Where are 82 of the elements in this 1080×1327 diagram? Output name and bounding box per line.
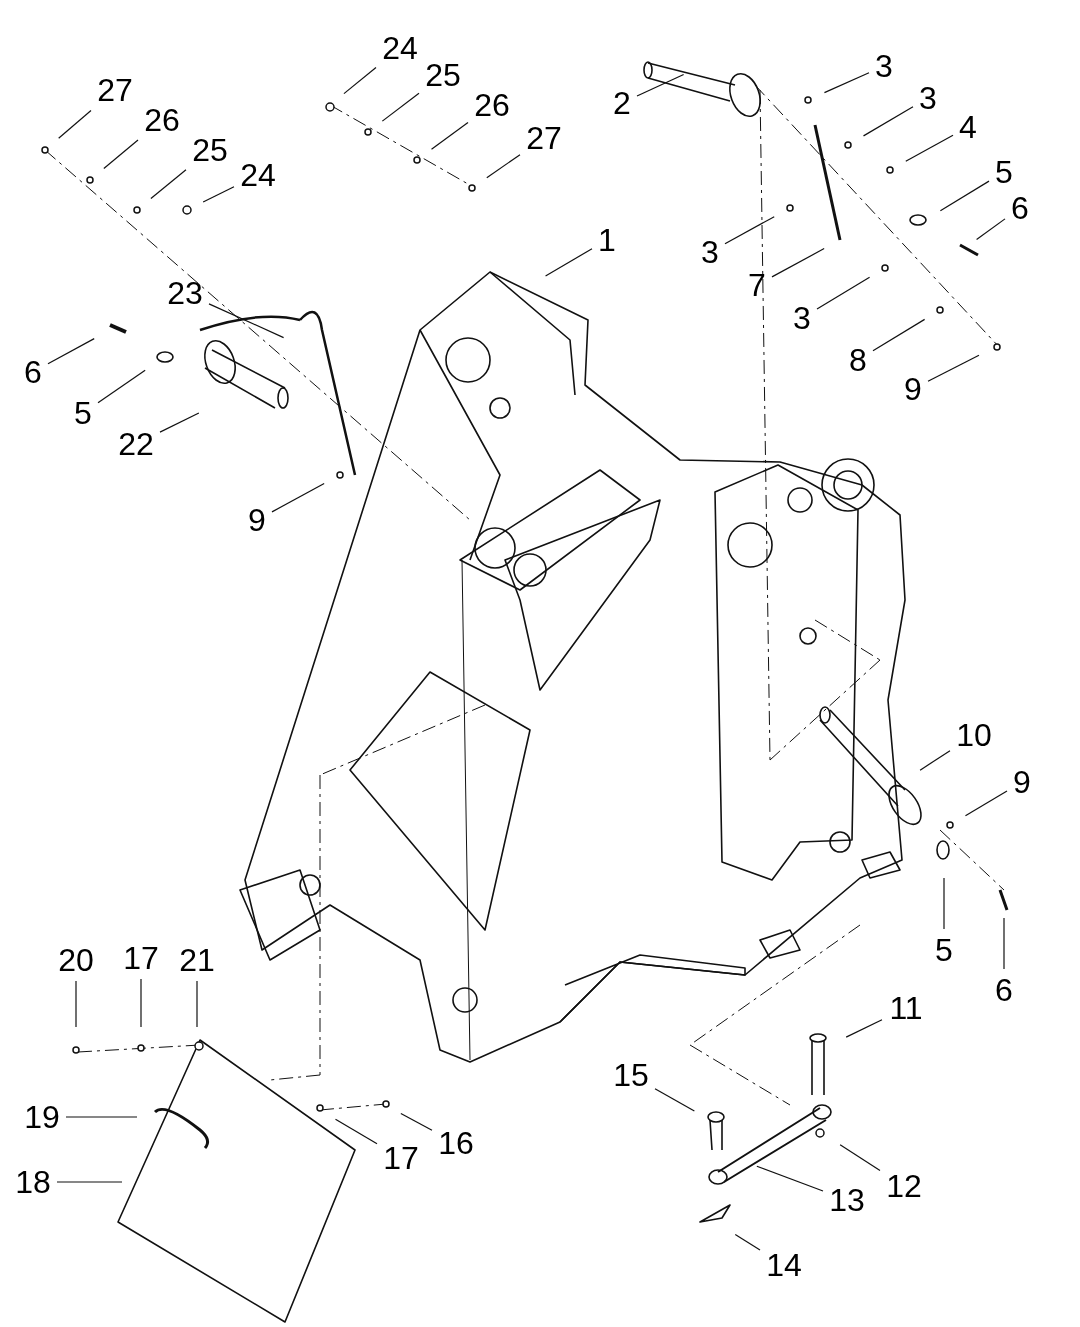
callout-number: 25 [189, 132, 231, 168]
callout-number: 5 [71, 395, 95, 431]
leader-line [905, 134, 954, 162]
callout-number: 24 [379, 30, 421, 66]
leader-line [862, 106, 914, 137]
callout-number: 23 [164, 275, 206, 311]
leader-line [271, 482, 325, 513]
leader-line [872, 318, 926, 352]
leader-line [964, 790, 1008, 817]
leader-line [400, 1112, 433, 1131]
callout-number: 27 [94, 72, 136, 108]
leader-line [208, 303, 285, 339]
callout-number: 3 [872, 48, 896, 84]
leader-line [140, 978, 142, 1028]
callout-number: 7 [745, 267, 769, 303]
callout-number: 9 [1010, 764, 1034, 800]
leader-line [919, 750, 951, 771]
callout-number: 3 [790, 300, 814, 336]
leader-line [976, 218, 1006, 241]
leader-line [839, 1144, 881, 1172]
leader-line [1003, 917, 1005, 970]
leader-line [65, 1116, 138, 1118]
callout-number: 3 [698, 234, 722, 270]
callout-number: 25 [422, 57, 464, 93]
leader-line [430, 122, 469, 150]
leader-line [103, 139, 139, 170]
leader-line [734, 1233, 761, 1251]
callout-number: 17 [120, 940, 162, 976]
leader-line [939, 180, 990, 212]
callout-number: 13 [826, 1182, 868, 1218]
callout-number: 6 [1008, 190, 1032, 226]
callout-number: 16 [435, 1125, 477, 1161]
callout-number: 10 [953, 717, 995, 753]
callout-number: 9 [245, 502, 269, 538]
leader-line [150, 169, 187, 200]
callout-number: 26 [471, 87, 513, 123]
leader-line [56, 1181, 123, 1183]
leader-line [816, 276, 871, 310]
leader-line [756, 1165, 824, 1192]
leader-line [343, 66, 377, 95]
callout-number: 18 [12, 1164, 54, 1200]
leader-line [381, 92, 420, 122]
callout-number: 3 [916, 80, 940, 116]
callout-number: 22 [115, 426, 157, 462]
callout-number: 12 [883, 1168, 925, 1204]
callout-number: 24 [237, 157, 279, 193]
leader-line [334, 1118, 378, 1145]
leader-line [202, 186, 235, 203]
callout-number: 8 [846, 342, 870, 378]
leader-line [196, 980, 198, 1028]
leader-line [97, 369, 146, 404]
leader-line [654, 1088, 695, 1112]
leader-line [47, 338, 95, 365]
callout-number: 17 [380, 1140, 422, 1176]
callout-number: 6 [992, 972, 1016, 1008]
leader-line [75, 980, 77, 1028]
leader-line [486, 154, 521, 179]
callout-number: 15 [610, 1057, 652, 1093]
callout-number: 5 [992, 154, 1016, 190]
callout-number: 5 [932, 932, 956, 968]
leader-line [927, 354, 980, 382]
callout-number: 1 [595, 222, 619, 258]
leader-line [58, 109, 92, 139]
callout-number: 2 [610, 85, 634, 121]
callout-number: 27 [523, 120, 565, 156]
leader-line [544, 248, 593, 277]
callout-number: 21 [176, 942, 218, 978]
callout-number: 20 [55, 942, 97, 978]
callout-number: 11 [885, 990, 927, 1026]
callout-number: 19 [21, 1099, 63, 1135]
callout-number: 9 [901, 371, 925, 407]
callout-number: 26 [141, 102, 183, 138]
callout-number: 6 [21, 354, 45, 390]
callout-number: 4 [956, 109, 980, 145]
leader-line [724, 216, 775, 245]
leader-line [636, 73, 685, 97]
leader-line [771, 248, 825, 278]
leader-line [823, 72, 870, 94]
leader-line [845, 1019, 883, 1038]
leader-line [159, 412, 200, 433]
callout-number: 14 [763, 1247, 805, 1283]
leader-line [943, 877, 945, 930]
